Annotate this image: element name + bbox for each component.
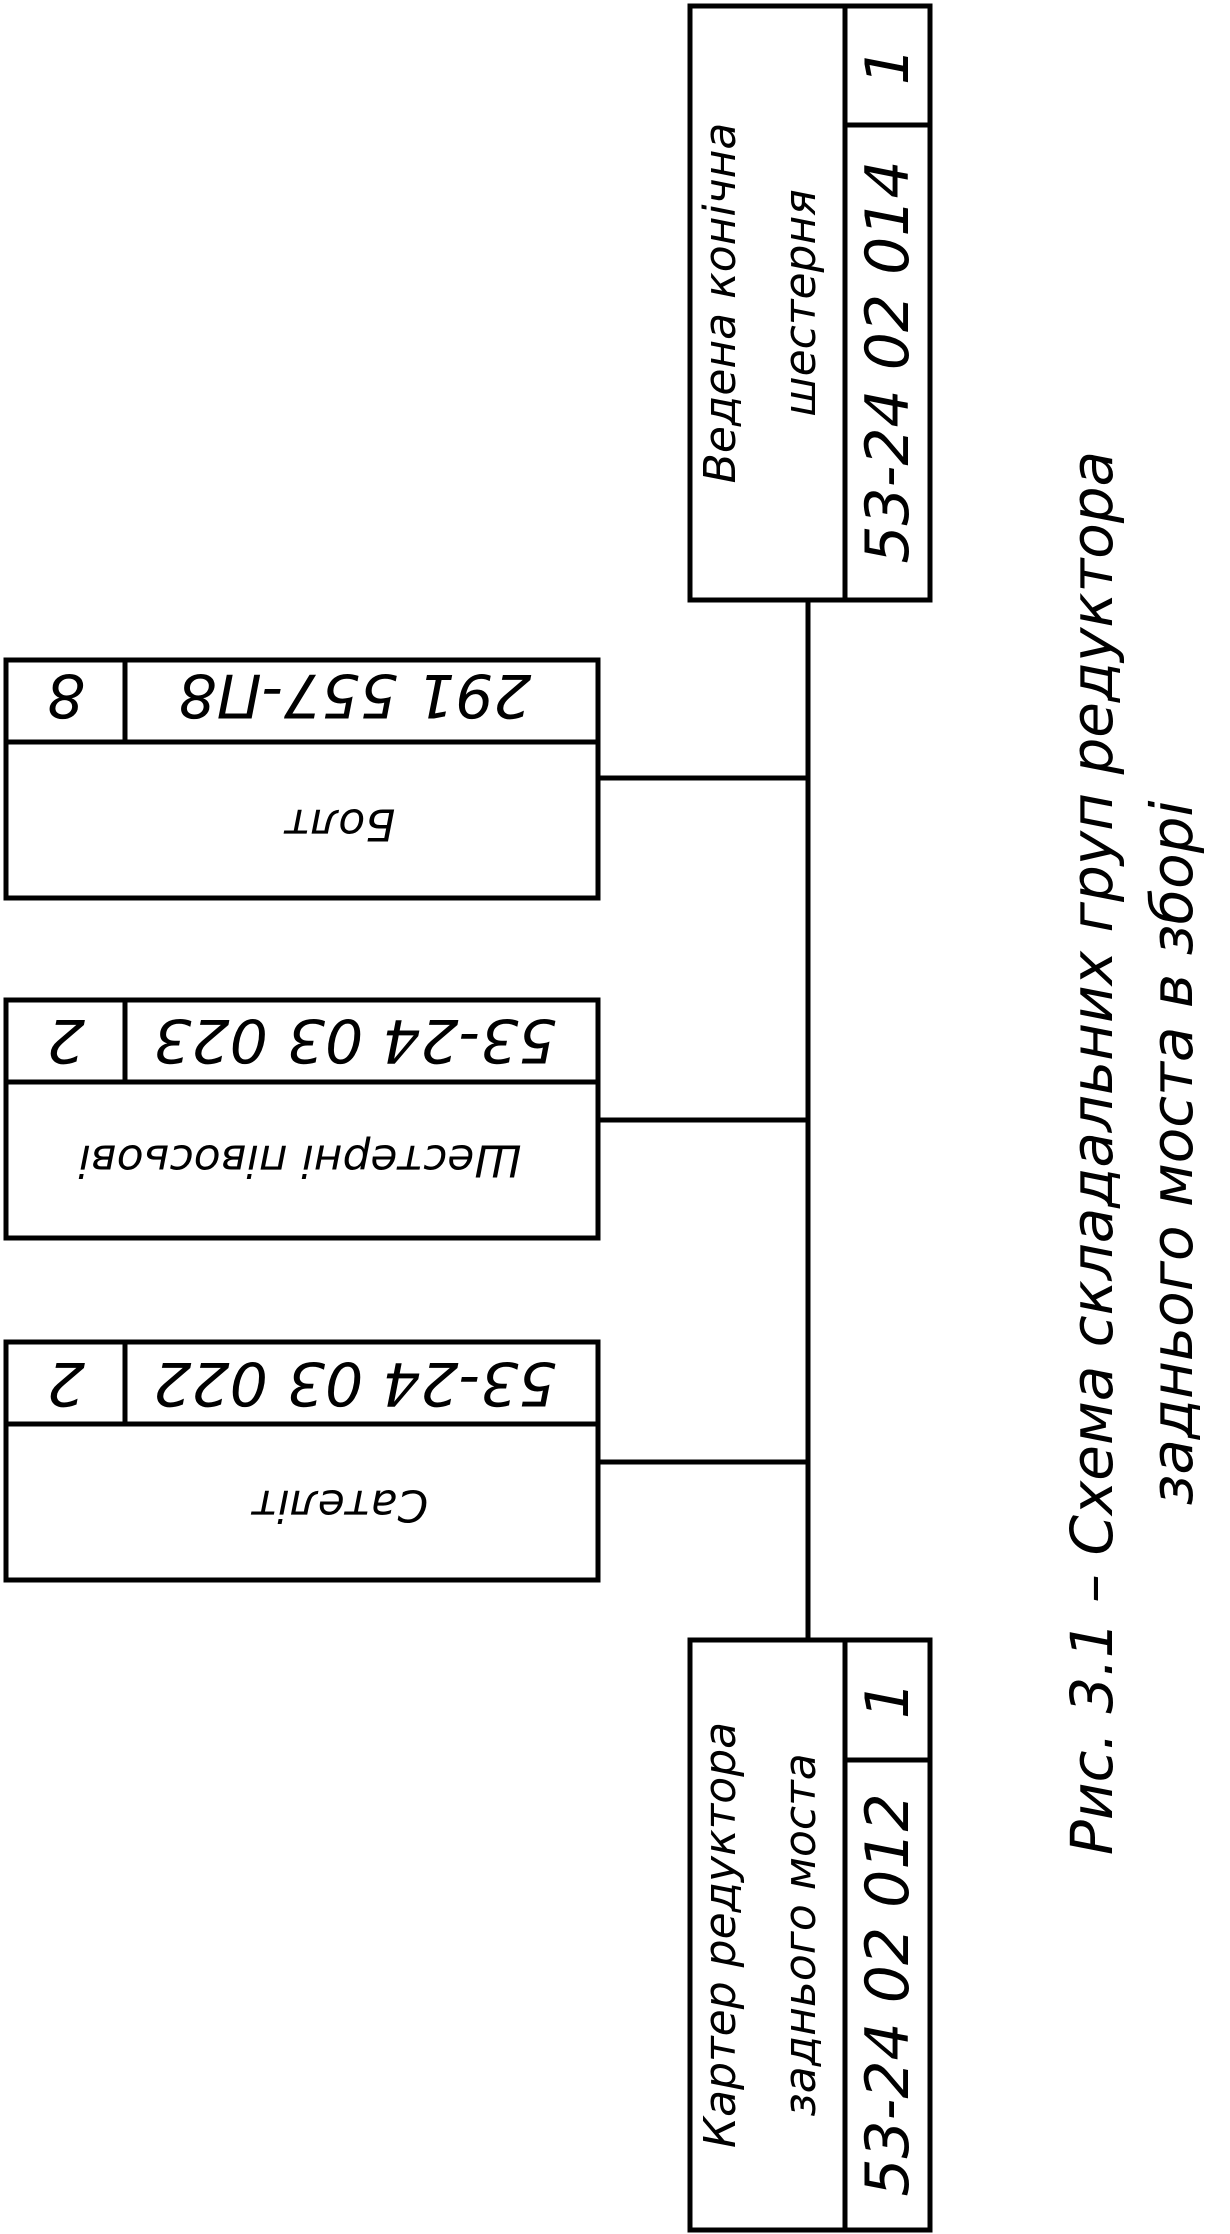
figure-caption: Рис. 3.1 – Схема складальних груп редукт…	[1058, 451, 1206, 1855]
part-code: 53-24 03 023	[153, 1005, 556, 1075]
part-code: 53-24 02 014	[853, 160, 923, 563]
part-qty: 1	[853, 1681, 923, 1719]
part-name: Болт	[283, 799, 395, 850]
part-name: Сателіт	[250, 1480, 428, 1531]
caption-line2: заднього моста в зборі	[1138, 800, 1206, 1505]
part-name-line2: заднього моста	[775, 1753, 826, 2116]
part-name-line2: шестерня	[775, 189, 826, 416]
main-part-bottom: Картер редуктора заднього моста 53-24 02…	[687, 1637, 933, 2233]
part-name-line1: Ведена конічна	[695, 123, 746, 484]
caption-line1: Рис. 3.1 – Схема складальних груп редукт…	[1058, 451, 1126, 1855]
part-qty: 1	[853, 47, 923, 85]
part-qty: 2	[47, 1348, 85, 1418]
part-qty: 8	[47, 660, 85, 730]
part-code: 291 557-П8	[178, 660, 531, 730]
part-code: 53-24 03 022	[153, 1348, 556, 1418]
branch-part-satellite: 53-24 03 022 2 Сателіт	[3, 1339, 808, 1583]
part-name-line1: Картер редуктора	[695, 1722, 746, 2148]
part-qty: 2	[47, 1005, 85, 1075]
main-part-top: Ведена конічна шестерня 53-24 02 014 1	[687, 3, 933, 603]
branch-part-bolt: 291 557-П8 8 Болт	[3, 657, 808, 901]
branch-part-side-gears: 53-24 03 023 2 Шестерні півосьові	[3, 997, 808, 1241]
part-name: Шестерні півосьові	[78, 1135, 522, 1186]
part-code: 53-24 02 012	[853, 1793, 923, 2196]
